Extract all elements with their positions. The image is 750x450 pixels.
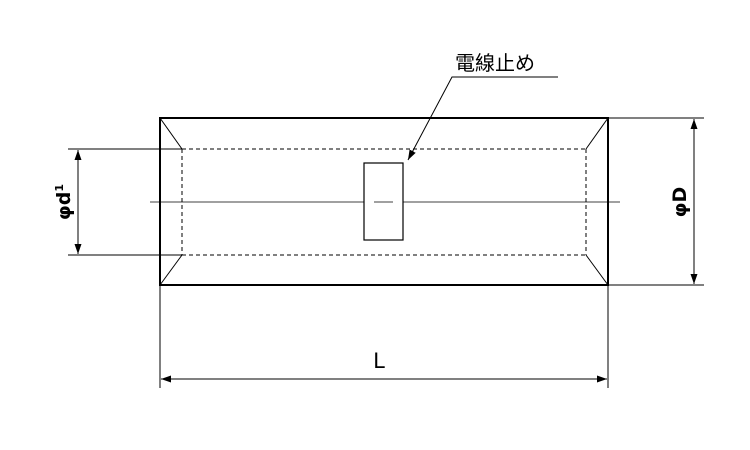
length-dimension (159, 285, 609, 388)
length-label: L (373, 349, 385, 373)
chamfer-lines (159, 117, 609, 286)
wire-stop (363, 162, 404, 241)
inner-diameter-label: φd1 (53, 184, 75, 220)
outer-diameter-dimension (608, 117, 704, 286)
wire-stop-leader (407, 76, 558, 161)
wire-stop-label: 電線止め (455, 51, 535, 75)
inner-diameter-dimension (68, 148, 182, 256)
sleeve-outline (159, 117, 609, 286)
outer-diameter-label: φD (669, 187, 691, 218)
